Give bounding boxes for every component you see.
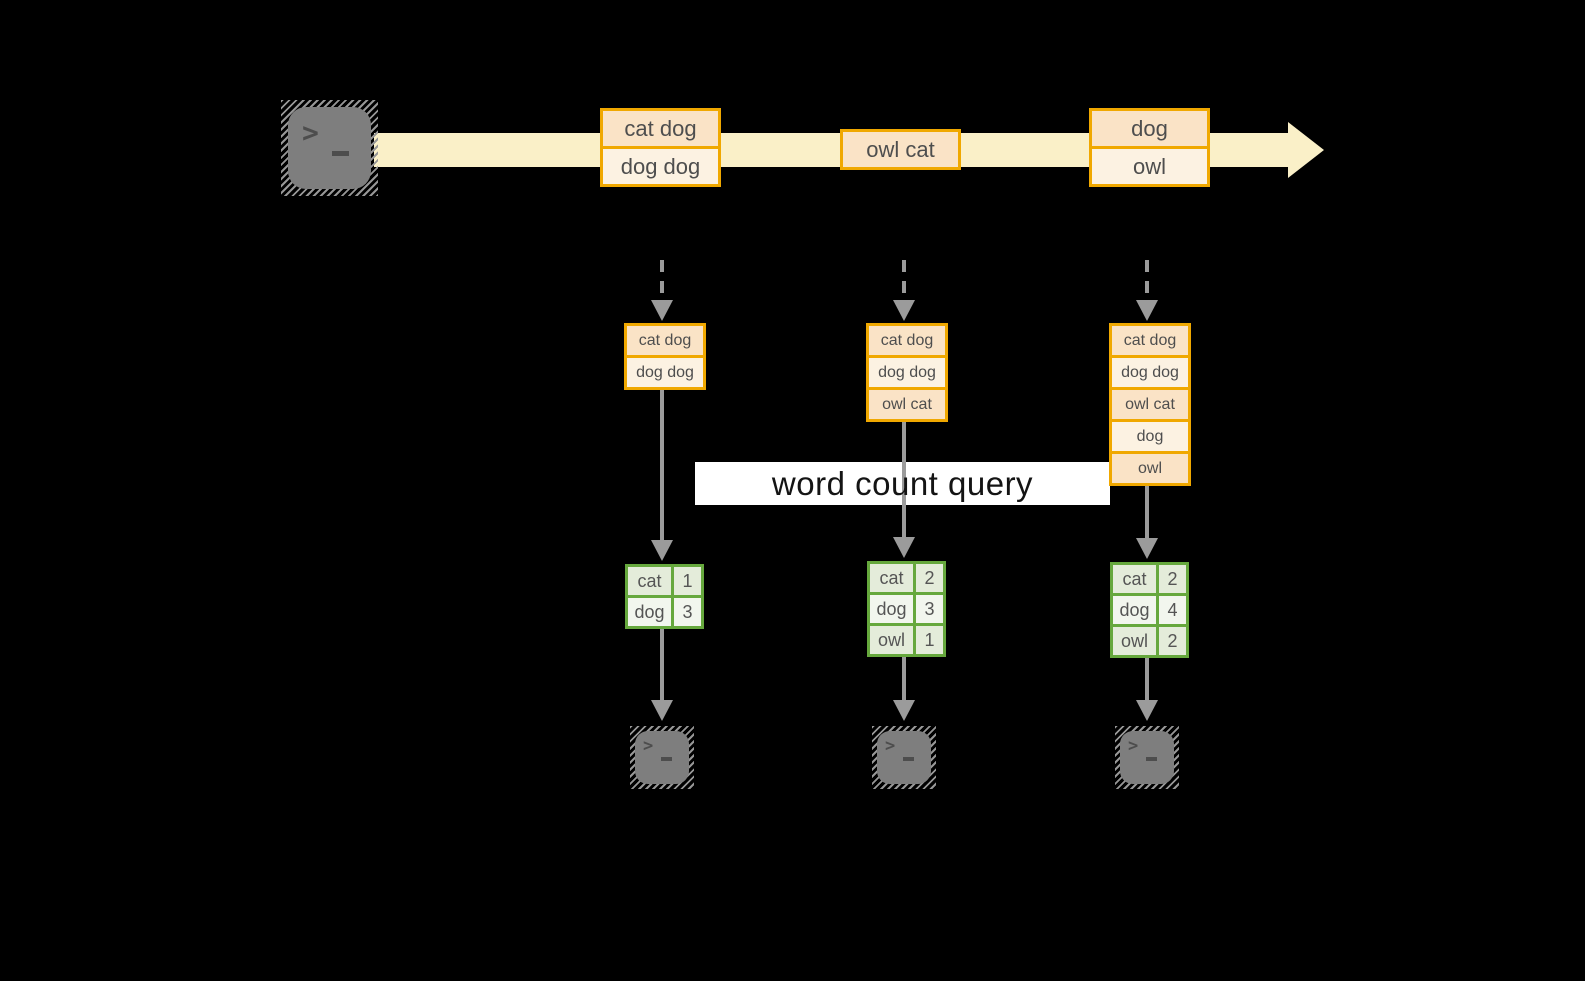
terminal-prompt-icon: >	[1128, 736, 1139, 756]
count-row: dog 3	[870, 595, 943, 623]
count-row: owl 2	[1113, 627, 1186, 655]
query-label: word count query	[771, 464, 1034, 502]
count-table: cat 2 dog 3 owl 1	[867, 561, 946, 657]
query-flow-arrow	[1145, 482, 1149, 538]
count-row: dog 4	[1113, 596, 1186, 624]
trigger-arrow	[660, 260, 664, 302]
trigger-arrowhead-icon	[651, 300, 673, 321]
trigger-arrow	[1145, 260, 1149, 302]
state-line: dog dog	[869, 358, 945, 387]
count-cell: 2	[916, 564, 943, 592]
query-flow-arrowhead-icon	[893, 537, 915, 558]
output-arrow	[1145, 658, 1149, 700]
state-line: cat dog	[869, 326, 945, 355]
output-arrowhead-icon	[893, 700, 915, 721]
query-flow-arrowhead-icon	[1136, 538, 1158, 559]
state-line: owl cat	[869, 390, 945, 419]
state-line: cat dog	[1112, 326, 1188, 355]
count-cell: 4	[1159, 596, 1186, 624]
output-terminal-icon: >	[630, 726, 694, 789]
batch-line: owl cat	[843, 132, 958, 167]
word-cell: owl	[870, 626, 913, 654]
stream-arrowhead-icon	[1288, 122, 1324, 178]
terminal-cursor-icon	[903, 757, 914, 761]
count-cell: 2	[1159, 627, 1186, 655]
count-row: cat 1	[628, 567, 701, 595]
count-row: owl 1	[870, 626, 943, 654]
state-line: dog	[1112, 422, 1188, 451]
terminal-prompt-icon: >	[302, 116, 319, 149]
word-cell: dog	[870, 595, 913, 623]
output-arrow	[902, 657, 906, 700]
query-flow-arrow	[660, 387, 664, 540]
trigger-arrow	[902, 260, 906, 302]
source-terminal-icon: >	[281, 100, 378, 196]
query-flow-arrow	[902, 418, 906, 537]
stream-batch: cat dog dog dog	[600, 108, 721, 187]
count-cell: 3	[916, 595, 943, 623]
word-cell: dog	[1113, 596, 1156, 624]
query-flow-arrowhead-icon	[651, 540, 673, 561]
word-cell: owl	[1113, 627, 1156, 655]
terminal-prompt-icon: >	[885, 736, 896, 756]
word-cell: dog	[628, 598, 671, 626]
stream-batch: dog owl	[1089, 108, 1210, 187]
state-line: cat dog	[627, 326, 703, 355]
count-cell: 1	[916, 626, 943, 654]
state-line: owl cat	[1112, 390, 1188, 419]
count-cell: 3	[674, 598, 701, 626]
state-line: dog dog	[1112, 358, 1188, 387]
state-line: dog dog	[627, 358, 703, 387]
terminal-cursor-icon	[661, 757, 672, 761]
output-terminal-icon: >	[872, 726, 936, 789]
trigger-arrowhead-icon	[1136, 300, 1158, 321]
trigger-arrowhead-icon	[893, 300, 915, 321]
count-table: cat 1 dog 3	[625, 564, 704, 629]
state-box: cat dog dog dog	[624, 323, 706, 390]
count-cell: 1	[674, 567, 701, 595]
word-cell: cat	[870, 564, 913, 592]
terminal-cursor-icon	[332, 151, 349, 156]
count-row: dog 3	[628, 598, 701, 626]
batch-line: cat dog	[603, 111, 718, 146]
batch-line: dog	[1092, 111, 1207, 146]
stream-batch: owl cat	[840, 129, 961, 170]
batch-line: dog dog	[603, 149, 718, 184]
batch-line: owl	[1092, 149, 1207, 184]
state-box: cat dog dog dog owl cat dog owl	[1109, 323, 1191, 486]
output-arrowhead-icon	[651, 700, 673, 721]
state-box: cat dog dog dog owl cat	[866, 323, 948, 422]
terminal-prompt-icon: >	[643, 736, 654, 756]
terminal-cursor-icon	[1146, 757, 1157, 761]
count-row: cat 2	[1113, 565, 1186, 593]
word-cell: cat	[1113, 565, 1156, 593]
word-cell: cat	[628, 567, 671, 595]
count-row: cat 2	[870, 564, 943, 592]
output-arrowhead-icon	[1136, 700, 1158, 721]
state-line: owl	[1112, 454, 1188, 483]
output-terminal-icon: >	[1115, 726, 1179, 789]
count-table: cat 2 dog 4 owl 2	[1110, 562, 1189, 658]
output-arrow	[660, 629, 664, 700]
count-cell: 2	[1159, 565, 1186, 593]
